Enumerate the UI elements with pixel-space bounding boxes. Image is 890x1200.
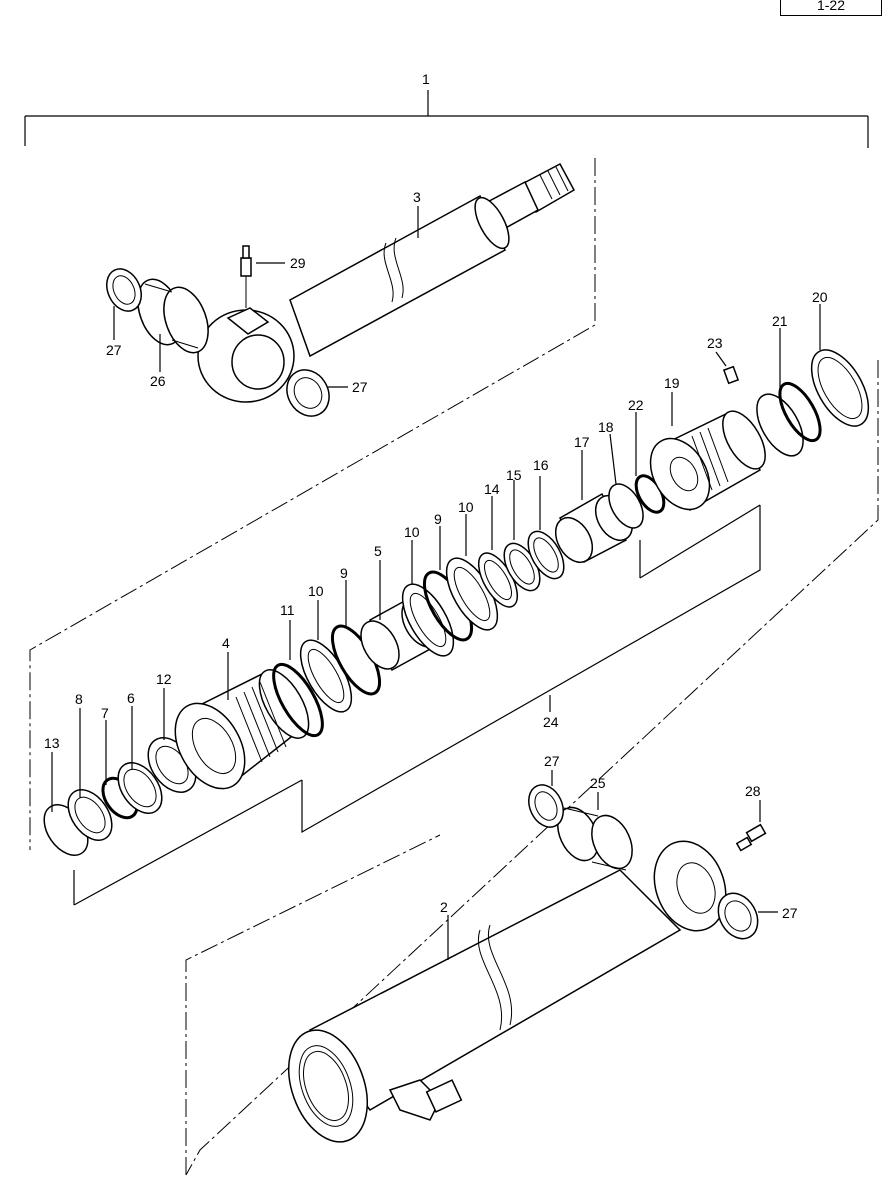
label-bushing-25: 25: [590, 775, 606, 791]
seal-ring-20: 20: [810, 289, 870, 427]
label-grease-nipple-28: 28: [745, 783, 761, 799]
label-piston-rod: 3: [413, 189, 421, 205]
dashed-boundaries: [29, 158, 879, 1176]
seal-ring-11: 11: [272, 602, 324, 738]
seal-ring-6: 6: [117, 690, 163, 814]
seal-ring-16: 16: [527, 457, 565, 580]
seal-27-tube-right: 27: [717, 892, 798, 940]
label-ring-9b: 9: [434, 511, 442, 527]
cylinder-tube: 2: [288, 840, 727, 1143]
label-ring-12: 12: [156, 671, 172, 687]
bushing-25: 25: [557, 775, 633, 871]
label-ring-11: 11: [280, 602, 295, 618]
label-ring-10a: 10: [308, 583, 324, 599]
label-ring-22: 22: [628, 397, 644, 413]
label-grease-nipple-29: 29: [290, 255, 306, 271]
label-ring-14: 14: [484, 481, 500, 497]
label-bushing-26: 26: [150, 373, 166, 389]
label-ring-21: 21: [772, 313, 788, 329]
seal-kit-bracket: 24: [73, 504, 761, 906]
assembly-bracket: 1: [24, 71, 869, 148]
piston-4: 4: [174, 635, 310, 790]
label-assembly: 1: [422, 71, 430, 87]
label-seal-27a: 27: [106, 342, 122, 358]
label-ring-8: 8: [75, 691, 83, 707]
label-screw-23: 23: [707, 335, 723, 351]
head-19: 19: [649, 375, 766, 512]
seal-ring-8: 8: [67, 691, 113, 841]
label-ring-18: 18: [598, 419, 614, 435]
label-ring-10c: 10: [458, 499, 474, 515]
label-bushing-17: 17: [574, 434, 590, 450]
label-ring-7: 7: [101, 705, 109, 721]
label-ring-6: 6: [127, 690, 135, 706]
page-tag: 1-22: [780, 0, 882, 16]
label-seal-27c: 27: [544, 753, 560, 769]
label-seal-27b: 27: [352, 379, 368, 395]
label-ring-9a: 9: [340, 565, 348, 581]
grease-nipple-28: 28: [735, 783, 767, 852]
label-head-19: 19: [664, 375, 680, 391]
seal-ring-18: 18: [598, 419, 644, 529]
seal-ring-10b: 10: [401, 524, 455, 657]
seal-27-rod-right: 27: [286, 369, 368, 417]
seal-ring-21: 21: [756, 313, 822, 457]
bushing-26: 26: [137, 278, 209, 389]
label-ring-13: 13: [44, 735, 60, 751]
seal-27-tube-left: 27: [528, 753, 564, 828]
seal-27-rod-left: 27: [106, 268, 142, 358]
label-cylinder-tube-2: 2: [440, 899, 448, 915]
bushing-17: 17: [554, 434, 634, 564]
label-spacer-5: 5: [374, 543, 382, 559]
label-seal-27d: 27: [782, 905, 798, 921]
label-seal-kit-24: 24: [543, 714, 559, 730]
label-piston-4: 4: [222, 635, 230, 651]
seal-ring-10c: 10: [445, 499, 499, 631]
label-ring-20: 20: [812, 289, 828, 305]
label-ring-16: 16: [533, 457, 549, 473]
label-ring-15: 15: [506, 467, 522, 483]
seal-ring-14: 14: [477, 481, 519, 608]
label-ring-10b: 10: [404, 524, 420, 540]
piston-rod: 29 3: [197, 162, 576, 403]
screw-23: 23: [707, 335, 740, 385]
